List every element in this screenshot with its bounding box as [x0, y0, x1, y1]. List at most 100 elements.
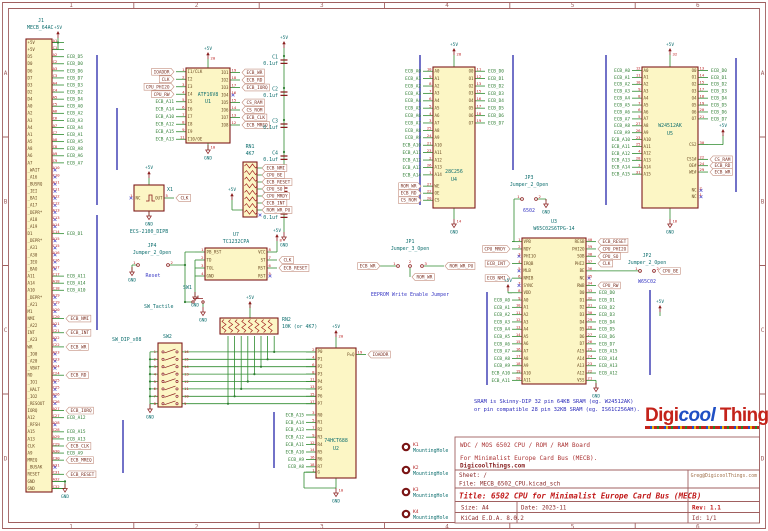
jumper-pad-JP3[interactable]: [520, 197, 524, 201]
hier-label-CPU_BE[interactable]: [657, 267, 681, 275]
text-label: D4: [580, 319, 585, 324]
hier-label-ECB_IORQ[interactable]: [241, 83, 270, 92]
bus-lines[interactable]: [96, 55, 737, 473]
jumper-pad-JP1[interactable]: [420, 264, 424, 268]
component-U1[interactable]: [185, 67, 231, 144]
hier-label-CPU_MRDY[interactable]: [261, 192, 290, 200]
tactile-switch-sw1[interactable]: [191, 300, 195, 304]
mounting-hole-K4[interactable]: [401, 509, 411, 519]
hier-label-ECB_INT[interactable]: [261, 199, 288, 207]
resistor-network[interactable]: [219, 317, 279, 335]
hier-label-ECB_INT[interactable]: [65, 329, 92, 337]
hier-label-CS_RAM[interactable]: [709, 155, 733, 164]
hier-label-ECB_CLK[interactable]: [65, 442, 92, 450]
hier-label-ECB_RESET[interactable]: [278, 264, 310, 272]
hier-label-CLK[interactable]: [278, 256, 294, 264]
hier-label-ECB_MREQ[interactable]: [65, 456, 94, 464]
jumper-pad-JP2[interactable]: [652, 269, 656, 273]
text-label: 2: [201, 255, 204, 260]
text-label: ECB_A14: [599, 356, 618, 362]
hier-label-ECB_WR[interactable]: [241, 68, 265, 77]
text-label: A7: [435, 120, 440, 125]
hier-label-ECB_NMI[interactable]: [65, 314, 92, 323]
hier-label-ECB_NMI[interactable]: [261, 164, 288, 172]
hier-label-ECB_RD[interactable]: [709, 162, 733, 170]
hier-label-ECB_RD[interactable]: [65, 371, 89, 379]
hier-label-CPU_RW[interactable]: [151, 90, 175, 98]
component-U4[interactable]: [432, 66, 476, 209]
hier-label-ECB_RESET[interactable]: [65, 470, 97, 479]
mounting-hole-K3[interactable]: [401, 487, 411, 497]
hier-label-ECB_CLK[interactable]: [241, 113, 268, 122]
text-label: ECB_A0: [614, 68, 630, 74]
hier-label-CPU_SO[interactable]: [597, 252, 621, 260]
hier-label-ROM_WR[interactable]: [398, 182, 422, 190]
hier-label-ROM_WR_PU[interactable]: [261, 206, 293, 214]
jumper-pad-JP3[interactable]: [534, 197, 538, 201]
text-label: 14: [232, 105, 237, 110]
text-label: 25: [427, 126, 432, 131]
hier-label-CLK[interactable]: [597, 259, 613, 268]
hier-label-CS_ROM[interactable]: [398, 196, 422, 204]
text-label: A19: [53, 293, 61, 298]
mounting-hole-K2[interactable]: [401, 465, 411, 475]
hier-label-ROM_WR[interactable]: [411, 273, 435, 281]
hier-label-CPU_MRDY[interactable]: [482, 245, 511, 253]
jumper-pad-JP1[interactable]: [396, 264, 400, 268]
resistor-network[interactable]: [242, 161, 258, 218]
hier-label-CLK[interactable]: [175, 194, 191, 202]
text-label: ECB_A1: [614, 75, 630, 81]
hier-label-ECB_RESET[interactable]: [597, 237, 629, 246]
hier-label-CLK[interactable]: [159, 75, 175, 83]
text-label: ST: [261, 257, 266, 262]
text-label: ECB_D1: [67, 231, 83, 237]
jumper-pad-JP1[interactable]: [408, 264, 412, 268]
hier-label-ECB_INT[interactable]: [484, 259, 511, 268]
hier-label-CPU_PHI2O[interactable]: [597, 245, 629, 253]
text-label: ECB_A15: [285, 412, 304, 418]
hier-label-ECB_RESET[interactable]: [261, 178, 293, 186]
component-U3[interactable]: [521, 237, 587, 385]
component-U7[interactable]: [204, 247, 268, 281]
hier-label-IOADDR[interactable]: [367, 350, 391, 359]
text-label: GND: [28, 479, 36, 484]
hier-label-ECB_WR[interactable]: [357, 262, 381, 270]
capacitor-C2[interactable]: [280, 91, 288, 97]
jumper-pad-JP2[interactable]: [638, 269, 642, 273]
capacitor-C3[interactable]: [280, 123, 288, 129]
hier-label-CS_RAM[interactable]: [241, 98, 265, 107]
hier-label-ECB_IORQ[interactable]: [65, 406, 94, 415]
hier-label-CS_ROM[interactable]: [241, 106, 265, 114]
jumper-pad-JP4[interactable]: [136, 263, 140, 267]
hier-label-IOADDR[interactable]: [151, 68, 175, 76]
text-label: ECB_A0: [494, 297, 510, 303]
text-label: 6: [269, 263, 272, 268]
text-label: 2: [312, 347, 315, 352]
component-J1[interactable]: [25, 38, 53, 493]
capacitor-C6[interactable]: [280, 213, 288, 219]
hier-label-ECB_MREQ[interactable]: [241, 121, 270, 129]
text-label: +5V: [145, 165, 153, 171]
wire-lines[interactable]: [52, 38, 724, 489]
text-label: OUT: [155, 195, 163, 200]
dip-switch-sw2[interactable]: [157, 342, 183, 408]
hier-label-CPU_RW[interactable]: [597, 281, 621, 290]
jumper-pad-JP4[interactable]: [166, 263, 170, 267]
hier-label-CPU_PHI2O[interactable]: [143, 83, 175, 91]
capacitor-C4[interactable]: [280, 155, 288, 161]
hier-label-ECB_NMI[interactable]: [484, 274, 511, 282]
capacitor-C1[interactable]: [280, 59, 288, 65]
text-label: 9: [184, 401, 187, 406]
hier-label-ECB_WR[interactable]: [709, 168, 733, 176]
component-U5[interactable]: [641, 66, 699, 209]
hier-label-CPU_BE[interactable]: [261, 171, 285, 179]
hier-label-ECB_RD[interactable]: [398, 189, 422, 197]
hier-label-CPU_SO[interactable]: [261, 185, 285, 193]
hier-label-ROM_WR_PU[interactable]: [444, 262, 476, 270]
component-U2[interactable]: [315, 347, 357, 479]
mounting-hole-K1[interactable]: [401, 442, 411, 452]
text-label: MountingHole: [413, 448, 448, 454]
hier-label-ECB_WR[interactable]: [65, 343, 89, 351]
hier-label-ECB_RD[interactable]: [241, 76, 265, 84]
